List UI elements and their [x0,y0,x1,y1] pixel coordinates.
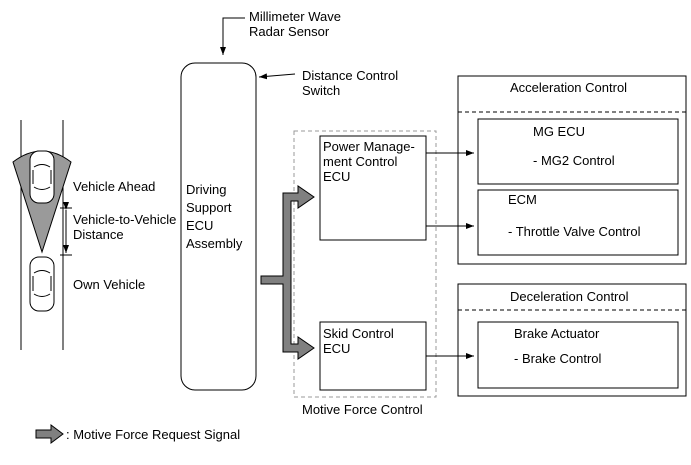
distance-switch-label: Distance Control Switch [302,68,399,98]
radar-sensor-arrow [220,17,245,55]
legend-label: : Motive Force Request Signal [66,427,241,442]
skid-control-ecu-label: Skid Control ECU [323,326,394,356]
vehicle-distance-label: Vehicle-to-Vehicle Distance [73,212,177,242]
ecm-label: ECM [508,192,537,207]
brake-control-label: - Brake Control [514,351,602,366]
motive-force-control-label: Motive Force Control [302,402,423,417]
own-vehicle-label: Own Vehicle [73,277,146,292]
vehicle-ahead-label: Vehicle Ahead [73,179,156,194]
millimeter-wave-label: Millimeter Wave Radar Sensor [249,9,341,39]
driving-support-label: Driving Support ECU Assembly [186,182,243,251]
ecm-box [477,189,679,256]
power-management-ecu-box [319,135,427,241]
distance-marker [60,202,72,256]
motive-force-request-arrow [260,185,315,360]
driving-support-ecu-box [180,62,257,391]
own-vehicle-icon [29,256,55,312]
acceleration-control-label: Acceleration Control [510,80,628,95]
mg-ecu-box [477,118,679,185]
mg2-control-label: - MG2 Control [533,153,615,168]
power-management-ecu-label: Power Manage- ment Control ECU [323,139,415,184]
deceleration-control-label: Deceleration Control [510,289,629,304]
skid-control-ecu-box [319,321,427,391]
motive-force-boundary [293,130,437,398]
legend-arrow-icon [35,424,64,444]
mg-ecu-label: MG ECU [533,124,585,139]
throttle-control-label: - Throttle Valve Control [508,224,641,239]
brake-actuator-label: Brake Actuator [514,326,600,341]
distance-switch-arrow [258,73,296,80]
brake-actuator-box [477,321,679,389]
vehicle-ahead-icon [29,150,55,204]
